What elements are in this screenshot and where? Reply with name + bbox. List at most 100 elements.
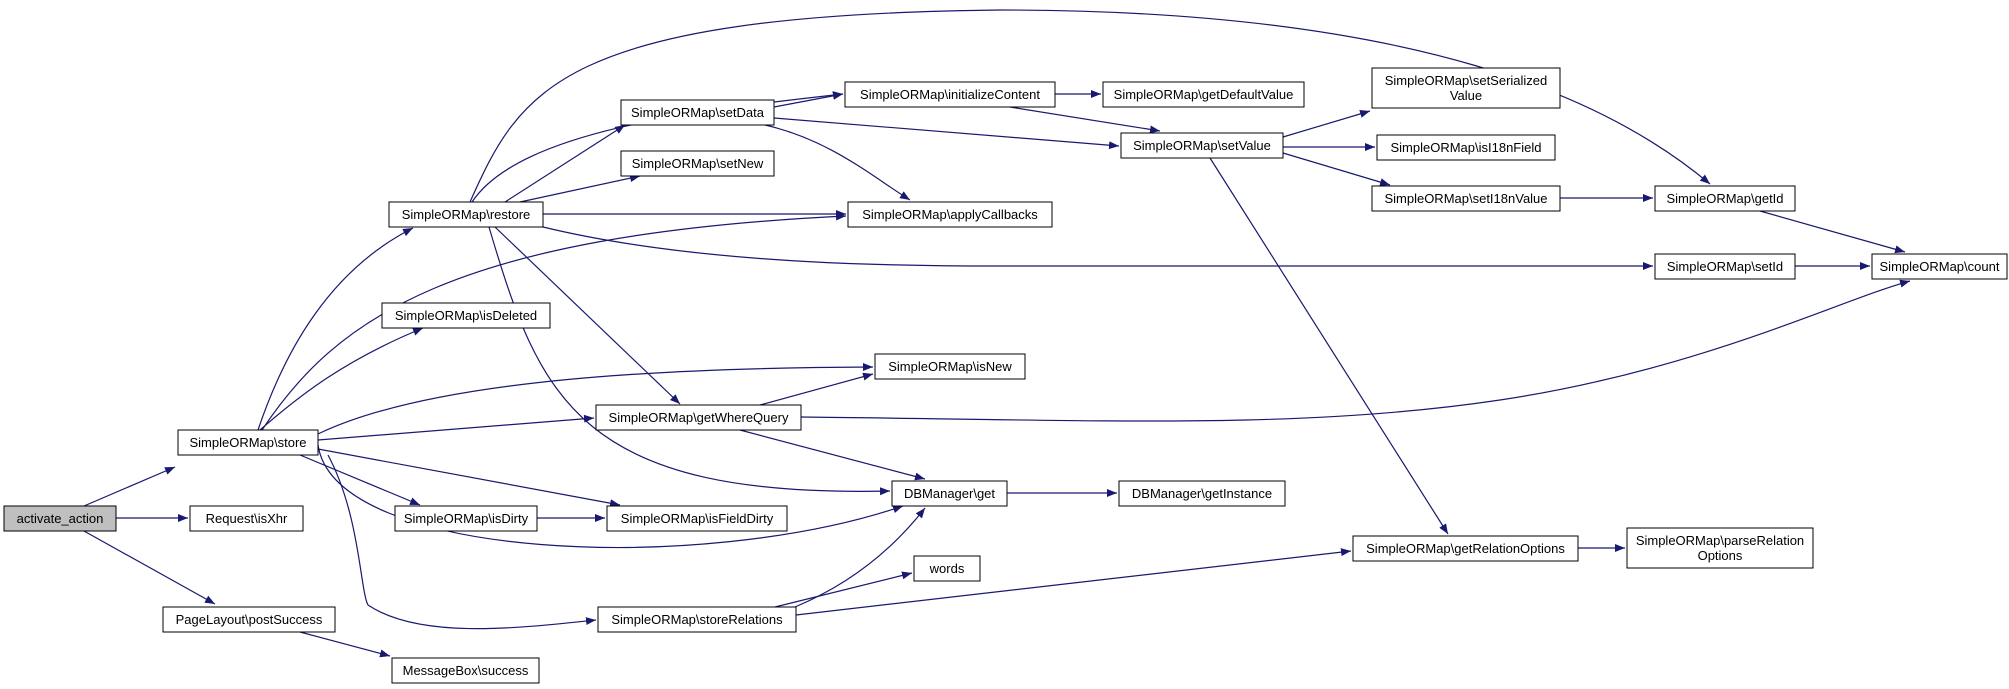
edge-store-to-dbget	[317, 444, 904, 549]
node-box	[606, 505, 788, 532]
nodes-layer: activate_action SimpleORMap\storeRequest\…	[3, 67, 2008, 684]
edge-activate_action-to-postSuccess	[83, 530, 216, 605]
edge-setValue-to-setSerializedValue	[1282, 110, 1371, 138]
node-count[interactable]: SimpleORMap\count	[1871, 253, 2008, 280]
node-getId[interactable]: SimpleORMap\getId	[1654, 185, 1796, 212]
node-label: SimpleORMap\getWhereQuery	[609, 410, 789, 425]
node-label: SimpleORMap\isI18nField	[1390, 140, 1541, 155]
edge-store-to-applyCallbacks	[261, 212, 847, 431]
node-box	[1626, 527, 1814, 569]
node-box	[1371, 185, 1561, 212]
edge-store-to-isNew	[317, 363, 874, 435]
node-label: SimpleORMap\setI18nValue	[1384, 191, 1547, 206]
node-setI18nValue[interactable]: SimpleORMap\setI18nValue	[1371, 185, 1561, 212]
node-label: SimpleORMap\getId	[1666, 191, 1783, 206]
node-label: SimpleORMap\setSerialized	[1385, 73, 1548, 88]
node-applyCallbacks[interactable]: SimpleORMap\applyCallbacks	[847, 201, 1053, 228]
node-isDeleted[interactable]: SimpleORMap\isDeleted	[381, 302, 551, 329]
node-box	[891, 480, 1008, 507]
node-label: SimpleORMap\setData	[631, 105, 765, 120]
node-label: Value	[1450, 88, 1482, 103]
node-storeRelations[interactable]: SimpleORMap\storeRelations	[597, 606, 797, 633]
edge-postSuccess-to-success	[299, 631, 391, 658]
edge-store-to-storeRelations	[327, 454, 597, 630]
edge-getWhereQuery-to-count	[800, 279, 1911, 422]
node-label: SimpleORMap\storeRelations	[611, 612, 783, 627]
node-box	[595, 404, 802, 431]
node-label: SimpleORMap\getDefaultValue	[1114, 87, 1294, 102]
node-box	[1102, 81, 1305, 108]
node-label: PageLayout\postSuccess	[176, 612, 323, 627]
node-getWhereQuery[interactable]: SimpleORMap\getWhereQuery	[595, 404, 802, 431]
node-isNew[interactable]: SimpleORMap\isNew	[874, 353, 1026, 380]
edge-restore-to-dbget	[488, 226, 891, 496]
node-box	[177, 429, 319, 456]
node-label: words	[929, 561, 965, 576]
node-box	[1376, 134, 1556, 161]
edge-restore-to-setData	[504, 124, 626, 203]
edge-setData-to-initializeContent	[773, 91, 844, 108]
edge-store-to-isDirty	[299, 454, 421, 506]
node-label: MessageBox\success	[403, 663, 529, 678]
node-label: SimpleORMap\isNew	[888, 359, 1012, 374]
node-box	[381, 302, 551, 329]
node-box	[874, 353, 1026, 380]
edge-store-to-restore	[257, 227, 414, 431]
edge-restore-to-setId	[542, 226, 1653, 270]
node-box	[1352, 535, 1579, 562]
node-getRelationOptions[interactable]: SimpleORMap\getRelationOptions	[1352, 535, 1579, 562]
node-initializeContent[interactable]: SimpleORMap\initializeContent	[844, 81, 1056, 108]
node-box	[597, 606, 797, 633]
node-label: activate_action	[17, 511, 104, 526]
node-label: SimpleORMap\isDeleted	[395, 308, 537, 323]
edge-restore-to-getWhereQuery	[494, 226, 681, 405]
node-dbget[interactable]: DBManager\get	[891, 480, 1008, 507]
node-setNew[interactable]: SimpleORMap\setNew	[620, 150, 775, 177]
node-getDefaultValue[interactable]: SimpleORMap\getDefaultValue	[1102, 81, 1305, 108]
node-isDirty[interactable]: SimpleORMap\isDirty	[394, 505, 538, 532]
edge-activate_action-to-store	[83, 466, 176, 507]
node-isI18nField[interactable]: SimpleORMap\isI18nField	[1376, 134, 1556, 161]
node-setValue[interactable]: SimpleORMap\setValue	[1120, 132, 1284, 159]
node-getInstance[interactable]: DBManager\getInstance	[1118, 480, 1286, 507]
node-label: SimpleORMap\setNew	[632, 156, 764, 171]
node-box	[620, 99, 775, 126]
node-isFieldDirty[interactable]: SimpleORMap\isFieldDirty	[606, 505, 788, 532]
node-label: SimpleORMap\parseRelation	[1636, 533, 1804, 548]
edge-store-to-isDeleted	[259, 327, 424, 431]
edge-setValue-to-setI18nValue	[1282, 152, 1391, 186]
edge-setData-to-setValue	[773, 117, 1120, 150]
edge-restore-to-setNew	[519, 174, 641, 203]
node-box	[1654, 185, 1796, 212]
node-words[interactable]: words	[913, 555, 981, 582]
node-box	[620, 150, 775, 177]
node-success[interactable]: MessageBox\success	[391, 657, 540, 684]
node-label: SimpleORMap\applyCallbacks	[862, 207, 1038, 222]
node-activate_action: activate_action	[3, 505, 117, 532]
node-label: Options	[1698, 548, 1743, 563]
node-box	[189, 505, 304, 532]
edge-setData-to-applyCallbacks	[764, 124, 911, 201]
node-label: Request\isXhr	[206, 511, 288, 526]
edge-getId-to-count	[1759, 210, 1906, 254]
node-label: DBManager\getInstance	[1132, 486, 1272, 501]
node-box	[913, 555, 981, 582]
node-restore[interactable]: SimpleORMap\restore	[388, 201, 544, 228]
node-box	[1871, 253, 2008, 280]
edge-storeRelations-to-words	[774, 571, 913, 608]
node-setData[interactable]: SimpleORMap\setData	[620, 99, 775, 126]
node-box	[1654, 253, 1796, 280]
node-label: SimpleORMap\isFieldDirty	[621, 511, 774, 526]
node-label: DBManager\get	[904, 486, 995, 501]
edge-setValue-to-getRelationOptions	[1209, 157, 1449, 535]
node-store[interactable]: SimpleORMap\store	[177, 429, 319, 456]
node-label: SimpleORMap\isDirty	[404, 511, 529, 526]
node-isXhr[interactable]: Request\isXhr	[189, 505, 304, 532]
node-box	[3, 505, 117, 532]
node-box	[1371, 67, 1561, 109]
node-postSuccess[interactable]: PageLayout\postSuccess	[162, 606, 336, 633]
node-setId[interactable]: SimpleORMap\setId	[1654, 253, 1796, 280]
